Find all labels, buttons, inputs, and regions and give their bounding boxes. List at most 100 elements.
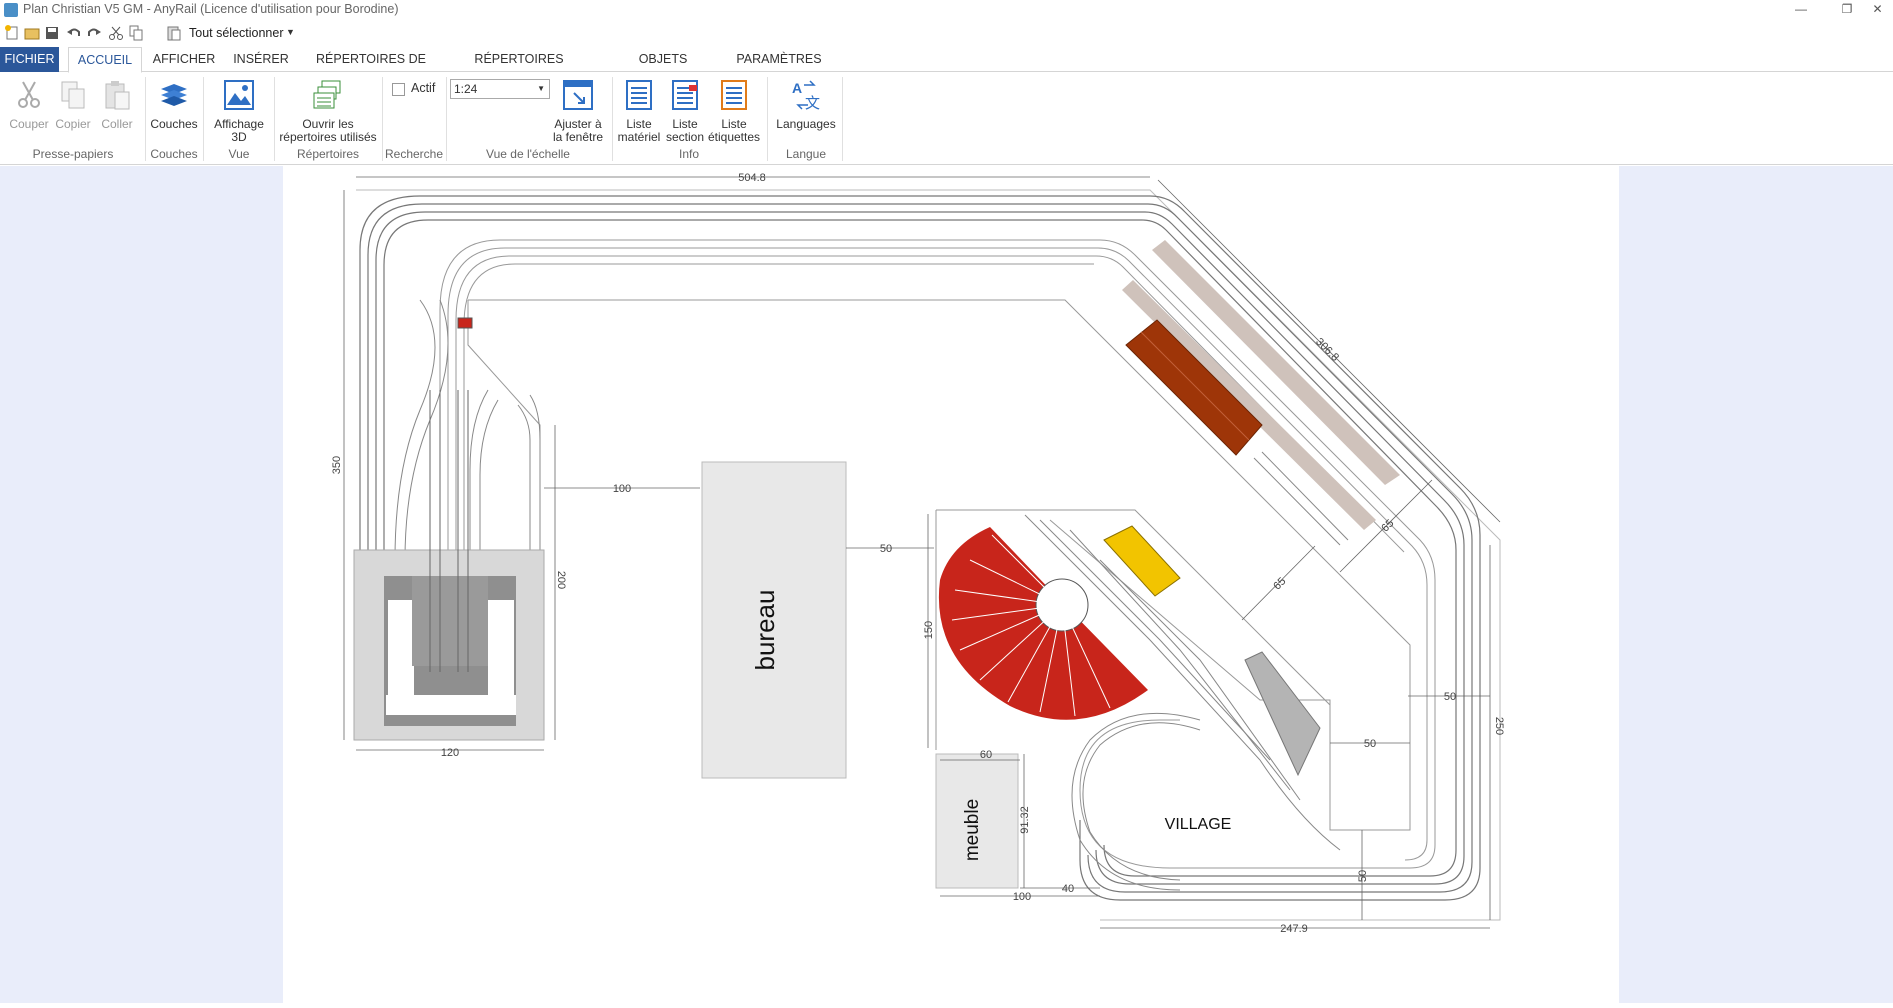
dim-meuble-width: 60 [980,749,992,761]
chevron-down-icon: ▼ [537,84,545,93]
track-village [1024,514,1341,851]
group-separator [612,77,613,161]
dim-top-width: 504.8 [738,172,766,184]
tab-file[interactable]: FICHIER [0,47,59,72]
labels-list-icon [721,80,747,110]
view-3d-label-2: 3D [231,130,247,144]
save-icon[interactable] [44,25,60,41]
new-file-icon[interactable] [4,25,20,41]
translate-icon: A文 [792,80,820,112]
dim-peninsula-height: 150 [923,621,935,639]
undo-icon[interactable] [66,25,82,41]
copy-icon[interactable] [128,25,144,41]
scale-select[interactable]: 1:24 ▼ [450,79,550,99]
group-view-label: Vue [228,147,250,161]
track-left-ramps [394,299,541,561]
tab-view[interactable]: AFFICHER [152,52,216,66]
dim-meuble-bottom: 100 [1013,891,1031,903]
minimize-button[interactable]: — [1795,2,1807,16]
scissors-icon [18,81,40,108]
group-scale-label: Vue de l'échelle [486,147,570,161]
copy-large-icon [61,81,85,109]
material-list-icon [626,80,652,110]
dim-staging-width: 120 [441,747,459,759]
material-list-label-1: Liste [626,117,652,131]
group-separator [203,77,204,161]
track-plan[interactable]: bureau meuble VILLAGE [283,166,1619,1003]
yellow-building [1103,525,1181,597]
dim-meuble-gap: 40 [1062,883,1074,895]
tab-insert[interactable]: INSÉRER [233,52,289,66]
view-3d-button[interactable]: Affichage 3D [207,79,271,144]
group-clipboard-label: Presse-papiers [32,147,114,161]
material-list-button[interactable]: Liste matériel [614,79,664,144]
group-search-label: Recherche [384,147,444,161]
tab-object-libraries[interactable]: RÉPERTOIRES D'OBJETS [474,52,564,91]
group-separator [274,77,275,161]
dimension-lines [343,176,1501,929]
close-button[interactable]: ✕ [1872,2,1883,16]
layers-label: Couches [150,117,198,131]
section-list-label-2: section [665,130,705,144]
fit-to-window-button[interactable]: Ajuster à la fenêtre [550,79,606,144]
select-all-label[interactable]: Tout sélectionner [189,26,284,40]
tab-settings[interactable]: PARAMÈTRES [736,52,822,66]
section-list-button[interactable]: Liste section [660,79,710,144]
dim-diag-depth-2: 65 [1379,517,1396,534]
copy-label: Copier [55,117,91,131]
ribbon-home: Couper Copier Coller Presse-papiers Couc… [0,73,1893,165]
staging-center [412,576,488,666]
redo-icon[interactable] [86,25,102,41]
bureau-rect [701,461,847,779]
fit-label-2: la fenêtre [552,130,604,144]
dim-aisle-right: 50 [1444,691,1456,703]
active-checkbox[interactable] [392,83,405,96]
qat-dropdown-arrow[interactable]: ▼ [286,27,295,37]
labels-list-label-1: Liste [721,117,747,131]
grey-block [1244,651,1321,777]
group-separator [382,77,383,161]
dim-aisle-bottom: 50 [1357,870,1369,882]
loco-marker[interactable] [457,317,473,329]
meuble-rect [935,753,1019,889]
cut-button[interactable]: Couper [8,79,50,131]
section-list-icon [672,80,698,110]
languages-label: Languages [776,117,836,131]
group-info-label: Info [678,147,699,161]
roundhouse [938,527,1148,720]
copy-button[interactable]: Copier [52,79,94,131]
group-layers-label: Couches [150,147,198,161]
tab-home[interactable]: ACCUEIL [68,47,142,73]
dim-gap-bureau: 50 [880,543,892,555]
open-file-icon[interactable] [24,25,40,41]
plan-canvas[interactable]: bureau meuble VILLAGE [283,166,1619,1003]
layers-button[interactable]: Couches [148,79,200,131]
open-used-repositories-button[interactable]: Ouvrir les répertoires utilisés [276,79,380,144]
dim-diagonal: 306.8 [1313,336,1341,364]
cut-icon[interactable] [108,25,124,41]
tab-user-objects[interactable]: OBJETS UTILISATEUR [623,52,703,91]
restore-button[interactable]: ❐ [1841,2,1853,16]
paste-button[interactable]: Coller [96,79,138,131]
benchwork-outline [468,299,1411,831]
staging-bottom-slot [386,695,516,715]
tab-track-libraries[interactable]: RÉPERTOIRES DE RAILS [316,52,426,91]
dim-left-height: 350 [331,456,343,474]
scale-select-value: 1:24 [454,82,478,96]
workspace: bureau meuble VILLAGE [0,166,1893,1003]
track-station-yard [1253,451,1349,546]
dim-meuble-height: 91.32 [1019,806,1031,834]
paste-icon[interactable] [166,25,182,41]
station-area [1122,240,1400,530]
group-separator [145,77,146,161]
dim-gap-left: 100 [613,483,631,495]
dim-diag-depth-1: 65 [1271,575,1288,592]
open-repos-label-2: répertoires utilisés [279,130,377,144]
dim-bottom-width: 247.9 [1280,923,1308,935]
clipboard-icon [105,81,130,110]
labels-list-button[interactable]: Liste étiquettes [706,79,762,144]
view-3d-label-1: Affichage [214,117,264,131]
group-language-label: Langue [785,147,827,161]
ribbon-tabs: FICHIER ACCUEIL AFFICHER INSÉRER RÉPERTO… [0,47,1893,91]
